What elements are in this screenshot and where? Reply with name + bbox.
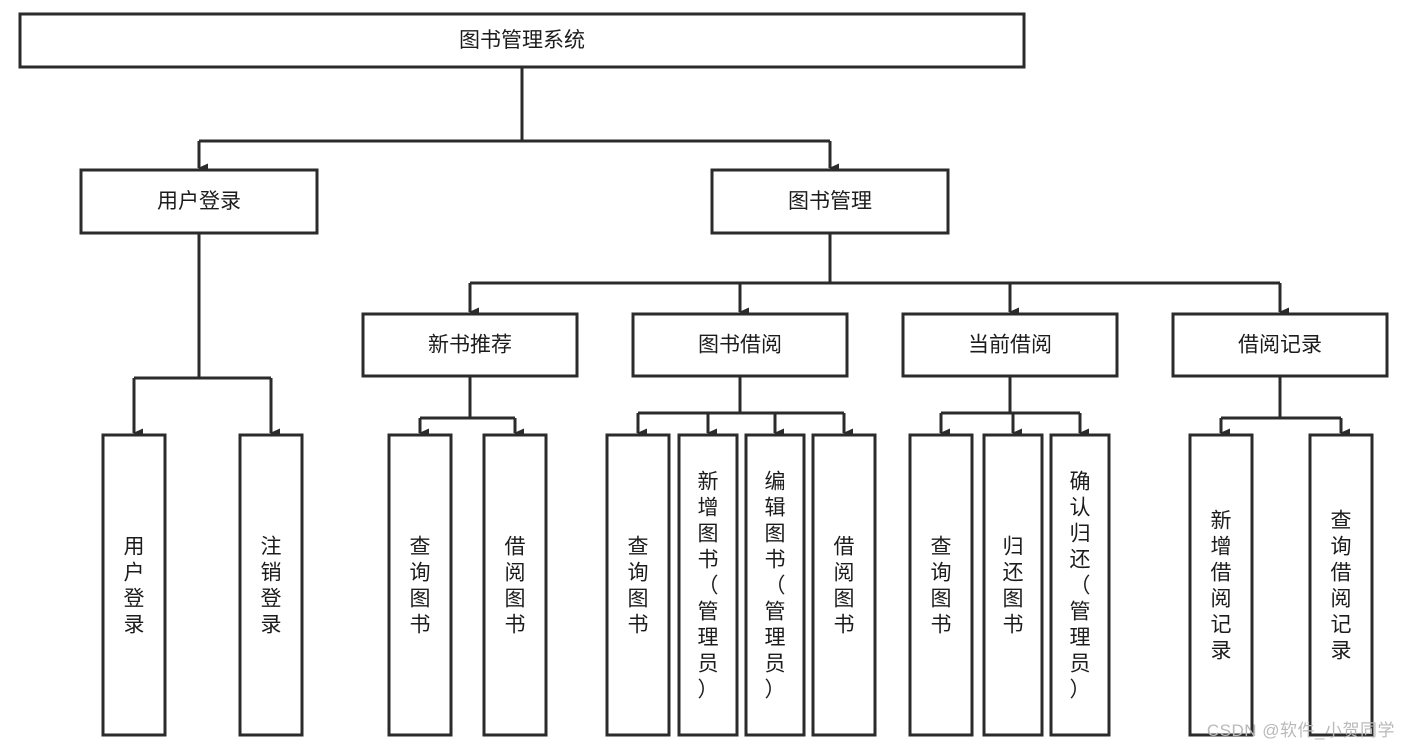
node-label: 图书管理 <box>788 190 872 213</box>
node-rect <box>1171 312 1389 378</box>
node-n-book-mgmt[interactable]: 图书管理 <box>710 168 950 235</box>
node-n-book-borrow[interactable]: 图书借阅 <box>631 312 849 378</box>
node-rect <box>811 433 877 737</box>
node-label: 查询图书 <box>628 535 649 636</box>
node-l-logout[interactable]: 注销登录 <box>238 433 304 737</box>
node-label: 图书借阅 <box>698 334 782 357</box>
node-rect <box>908 433 974 737</box>
node-label: 查询图书 <box>931 535 952 636</box>
node-rect <box>387 433 453 737</box>
node-label: 新书推荐 <box>428 334 512 357</box>
node-label: 注销登录 <box>261 535 282 636</box>
node-rect <box>1188 433 1254 737</box>
node-l-add-book[interactable]: 新增图书（管理员） <box>677 433 739 737</box>
node-rect <box>1049 433 1111 737</box>
node-rect <box>710 168 950 235</box>
node-l-query-book-2[interactable]: 查询图书 <box>605 433 671 737</box>
node-rect <box>1308 433 1374 737</box>
edge-layer <box>132 67 1350 438</box>
node-rect <box>101 433 167 737</box>
node-rect <box>677 433 739 737</box>
node-label: 借阅图书 <box>834 535 855 636</box>
node-l-query-book-1[interactable]: 查询图书 <box>387 433 453 737</box>
node-l-borrow-book-1[interactable]: 借阅图书 <box>482 433 548 737</box>
node-rect <box>361 312 579 378</box>
node-l-edit-book[interactable]: 编辑图书（管理员） <box>744 433 806 737</box>
node-l-confirm-return[interactable]: 确认归还（管理员） <box>1049 433 1111 737</box>
node-label: 用户登录 <box>124 535 145 636</box>
node-label: 借阅图书 <box>505 535 526 636</box>
node-l-add-record[interactable]: 新增借阅记录 <box>1188 433 1254 737</box>
node-rect <box>744 433 806 737</box>
node-rect <box>18 12 1026 69</box>
node-rect <box>631 312 849 378</box>
node-l-return-book[interactable]: 归还图书 <box>982 433 1044 737</box>
node-layer: 图书管理系统用户登录图书管理新书推荐图书借阅当前借阅借阅记录用户登录注销登录查询… <box>18 12 1389 737</box>
node-rect <box>238 433 304 737</box>
node-root[interactable]: 图书管理系统 <box>18 12 1026 69</box>
node-rect <box>605 433 671 737</box>
node-n-new-book-rec[interactable]: 新书推荐 <box>361 312 579 378</box>
node-l-query-book-3[interactable]: 查询图书 <box>908 433 974 737</box>
node-n-current-borrow[interactable]: 当前借阅 <box>901 312 1119 378</box>
node-l-user-login[interactable]: 用户登录 <box>101 433 167 737</box>
node-label: 查询图书 <box>410 535 431 636</box>
node-l-query-record[interactable]: 查询借阅记录 <box>1308 433 1374 737</box>
node-label: 确认归还（管理员） <box>1070 470 1091 701</box>
node-label: 编辑图书（管理员） <box>765 470 786 701</box>
node-rect <box>901 312 1119 378</box>
node-label: 用户登录 <box>157 190 241 213</box>
node-label: 新增图书（管理员） <box>698 470 719 701</box>
node-label: 查询借阅记录 <box>1331 509 1352 662</box>
node-label: 借阅记录 <box>1238 334 1322 357</box>
node-label: 图书管理系统 <box>459 29 585 52</box>
node-n-user-login[interactable]: 用户登录 <box>79 168 319 235</box>
node-rect <box>982 433 1044 737</box>
node-label: 当前借阅 <box>968 334 1052 357</box>
node-label: 新增借阅记录 <box>1211 509 1232 662</box>
node-l-borrow-book-2[interactable]: 借阅图书 <box>811 433 877 737</box>
node-rect <box>79 168 319 235</box>
node-label: 归还图书 <box>1003 535 1024 636</box>
node-n-borrow-record[interactable]: 借阅记录 <box>1171 312 1389 378</box>
node-rect <box>482 433 548 737</box>
